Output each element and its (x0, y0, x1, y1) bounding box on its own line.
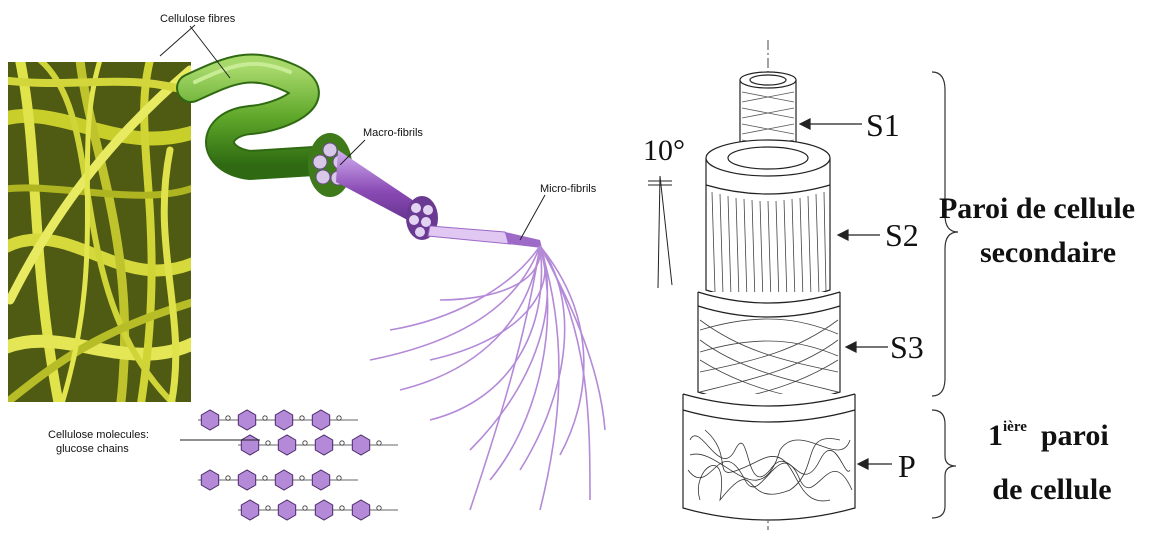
secondary-wall-line2: secondaire (980, 236, 1116, 269)
glucose-unit (241, 500, 258, 520)
fibre-micrograph (0, 60, 200, 410)
layer-s2-label: S2 (885, 217, 919, 253)
oxygen-link (263, 476, 267, 480)
micro-fibril-strands (370, 246, 605, 510)
oxygen-link (266, 441, 270, 445)
oxygen-link (226, 476, 230, 480)
oxygen-link (300, 476, 304, 480)
angle-marker (648, 176, 672, 288)
cellulose-fibres-label: Cellulose fibres (160, 13, 236, 25)
oxygen-link (337, 416, 341, 420)
micro-fibrils-label: Micro-fibrils (540, 183, 597, 195)
glucose-unit (312, 470, 329, 490)
glucose-unit (352, 500, 369, 520)
primary-wall-superscript: ière (1003, 419, 1027, 435)
oxygen-link (226, 416, 230, 420)
layer-s3-label: S3 (890, 329, 924, 365)
glucose-unit (201, 410, 218, 430)
oxygen-link (377, 441, 381, 445)
glucose-unit (241, 435, 258, 455)
glucose-unit (275, 410, 292, 430)
glucose-unit (275, 470, 292, 490)
glucose-chains (198, 410, 398, 520)
oxygen-link (340, 441, 344, 445)
micro-fibril-cone (336, 150, 542, 248)
oxygen-link (263, 416, 267, 420)
primary-wall-line2: de cellule (992, 473, 1111, 506)
oxygen-link (337, 476, 341, 480)
primary-wall-line1: 1ière paroi (988, 419, 1109, 452)
oxygen-link (303, 441, 307, 445)
glucose-unit (238, 410, 255, 430)
glucose-unit (312, 410, 329, 430)
oxygen-link (377, 506, 381, 510)
cellulose-fibre-tube (191, 64, 330, 165)
glucose-unit (315, 500, 332, 520)
layer-s1-label: S1 (866, 107, 900, 143)
layer-s3-cylinder (698, 292, 840, 403)
brace-secondary-wall (932, 72, 958, 396)
primary-wall-word: paroi (1041, 419, 1109, 452)
glucose-unit (352, 435, 369, 455)
secondary-wall-line1: Paroi de cellule (939, 192, 1135, 225)
layer-p-label: P (898, 448, 916, 484)
molecules-label-line2: glucose chains (56, 443, 129, 455)
oxygen-link (340, 506, 344, 510)
oxygen-link (266, 506, 270, 510)
angle-label: 10° (643, 134, 685, 167)
macro-fibrils-label: Macro-fibrils (363, 127, 423, 139)
glucose-unit (315, 435, 332, 455)
glucose-unit (278, 500, 295, 520)
layer-p-cylinder (683, 394, 855, 520)
brace-primary-wall (932, 410, 956, 518)
oxygen-link (300, 416, 304, 420)
oxygen-link (303, 506, 307, 510)
molecules-label-line1: Cellulose molecules: (48, 429, 149, 441)
glucose-unit (238, 470, 255, 490)
glucose-unit (201, 470, 218, 490)
layer-s2-cylinder (706, 140, 830, 302)
glucose-unit (278, 435, 295, 455)
primary-wall-prefix: 1 (988, 419, 1003, 452)
